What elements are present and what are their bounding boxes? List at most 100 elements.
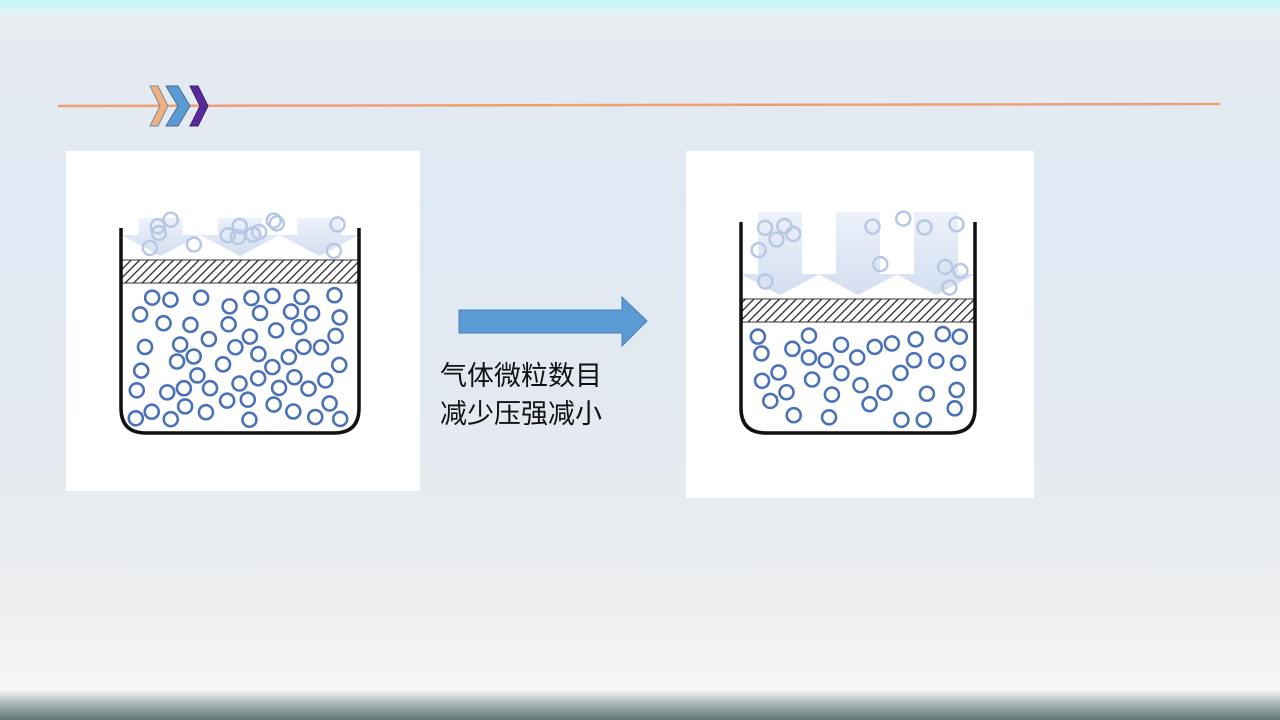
gas-particle bbox=[131, 306, 149, 323]
gas-particle bbox=[934, 325, 952, 343]
outside-particle bbox=[219, 226, 237, 244]
gas-particle bbox=[330, 356, 348, 374]
outside-particle bbox=[864, 218, 881, 235]
outside-particle bbox=[162, 211, 179, 228]
gas-particle bbox=[785, 406, 803, 424]
outside-particle bbox=[268, 215, 286, 232]
gas-particle bbox=[158, 384, 176, 401]
outside-particle bbox=[952, 262, 969, 280]
outside-particle bbox=[185, 236, 203, 253]
gas-particle bbox=[185, 348, 203, 365]
gas-particle bbox=[321, 395, 338, 412]
gas-particle bbox=[197, 403, 215, 421]
gas-particle bbox=[949, 354, 967, 372]
gas-particle bbox=[155, 314, 172, 332]
gas-particle bbox=[883, 335, 901, 352]
gas-particle bbox=[948, 381, 965, 399]
gas-particle bbox=[928, 352, 945, 370]
gas-particle bbox=[231, 375, 248, 392]
outside-particle bbox=[872, 255, 889, 273]
gas-particle bbox=[201, 379, 219, 397]
gas-particle bbox=[833, 364, 850, 382]
outside-particle bbox=[895, 210, 912, 227]
caption: 气体微粒数目 减少压强减小 bbox=[440, 358, 602, 434]
gas-particle bbox=[189, 367, 206, 384]
gas-particle bbox=[264, 287, 281, 305]
gas-particle bbox=[832, 336, 850, 354]
gas-particle bbox=[866, 338, 883, 356]
right-arrow-icon bbox=[458, 295, 648, 348]
gas-particle bbox=[905, 351, 923, 369]
gas-particle bbox=[162, 291, 179, 309]
outside-particle bbox=[265, 212, 282, 229]
gas-particle bbox=[267, 322, 285, 339]
gas-particle bbox=[270, 379, 288, 397]
gas-particle bbox=[907, 331, 924, 348]
outside-particle bbox=[231, 217, 248, 235]
gas-particle bbox=[143, 403, 161, 421]
gas-particle bbox=[168, 353, 186, 370]
gas-particle bbox=[761, 392, 779, 410]
gas-particle bbox=[326, 286, 343, 304]
gas-particle bbox=[749, 328, 767, 345]
gas-particle bbox=[227, 338, 244, 356]
gas-particle bbox=[192, 289, 210, 307]
outside-particle bbox=[750, 241, 767, 259]
gas-particle bbox=[800, 327, 818, 344]
pressure-arrow-icon bbox=[896, 212, 976, 295]
gas-particle bbox=[290, 318, 308, 336]
gas-particle bbox=[778, 383, 795, 401]
caption-line-2: 减少压强减小 bbox=[440, 399, 602, 430]
gas-particle bbox=[265, 396, 282, 413]
gas-particle bbox=[171, 336, 189, 353]
gas-particle bbox=[200, 330, 218, 348]
gas-particle bbox=[282, 303, 300, 320]
chevrons-icon bbox=[149, 85, 209, 127]
beaker-wall bbox=[739, 222, 977, 435]
gas-particle bbox=[249, 369, 267, 387]
gas-particle bbox=[143, 289, 161, 306]
outside-particle bbox=[244, 226, 262, 243]
pressure-arrow-icon bbox=[279, 218, 360, 256]
gas-particle bbox=[132, 362, 150, 379]
gas-particle bbox=[162, 410, 180, 428]
gas-particle bbox=[214, 356, 232, 373]
gas-particle bbox=[128, 381, 146, 399]
outside-particle bbox=[150, 224, 168, 242]
outside-particle bbox=[916, 219, 933, 236]
outside-particle bbox=[941, 279, 958, 296]
gas-particle bbox=[264, 358, 281, 376]
gas-particle bbox=[220, 316, 237, 333]
gas-particle bbox=[176, 398, 194, 415]
outside-particle bbox=[936, 258, 954, 276]
gas-particle bbox=[317, 372, 334, 389]
gas-particle bbox=[175, 379, 193, 397]
right-beaker bbox=[739, 210, 977, 435]
gas-particle bbox=[823, 386, 841, 403]
outside-particle bbox=[229, 228, 247, 246]
outside-particle bbox=[141, 239, 159, 257]
beaker-wall bbox=[119, 228, 361, 435]
pressure-arrow-icon bbox=[200, 218, 280, 256]
gas-particle bbox=[946, 400, 964, 417]
outside-particle bbox=[768, 231, 785, 248]
gas-particle bbox=[127, 409, 145, 427]
gas-particle bbox=[243, 289, 260, 307]
caption-line-1: 气体微粒数目 bbox=[440, 361, 602, 392]
outside-particle bbox=[149, 218, 166, 235]
gas-particle bbox=[331, 309, 348, 326]
outside-particle bbox=[757, 273, 774, 290]
gas-particle bbox=[221, 298, 238, 315]
gas-particle bbox=[303, 305, 321, 322]
gas-particle bbox=[784, 340, 801, 358]
gas-particle bbox=[136, 338, 154, 356]
gas-particle bbox=[300, 380, 317, 397]
outside-particle bbox=[329, 216, 346, 233]
left-beaker bbox=[119, 211, 361, 435]
gas-particle bbox=[770, 364, 787, 381]
gas-particle bbox=[327, 327, 344, 345]
gas-particle bbox=[250, 345, 267, 363]
gas-particle bbox=[182, 316, 199, 334]
gas-particle bbox=[753, 345, 770, 362]
outside-particle bbox=[325, 242, 343, 260]
